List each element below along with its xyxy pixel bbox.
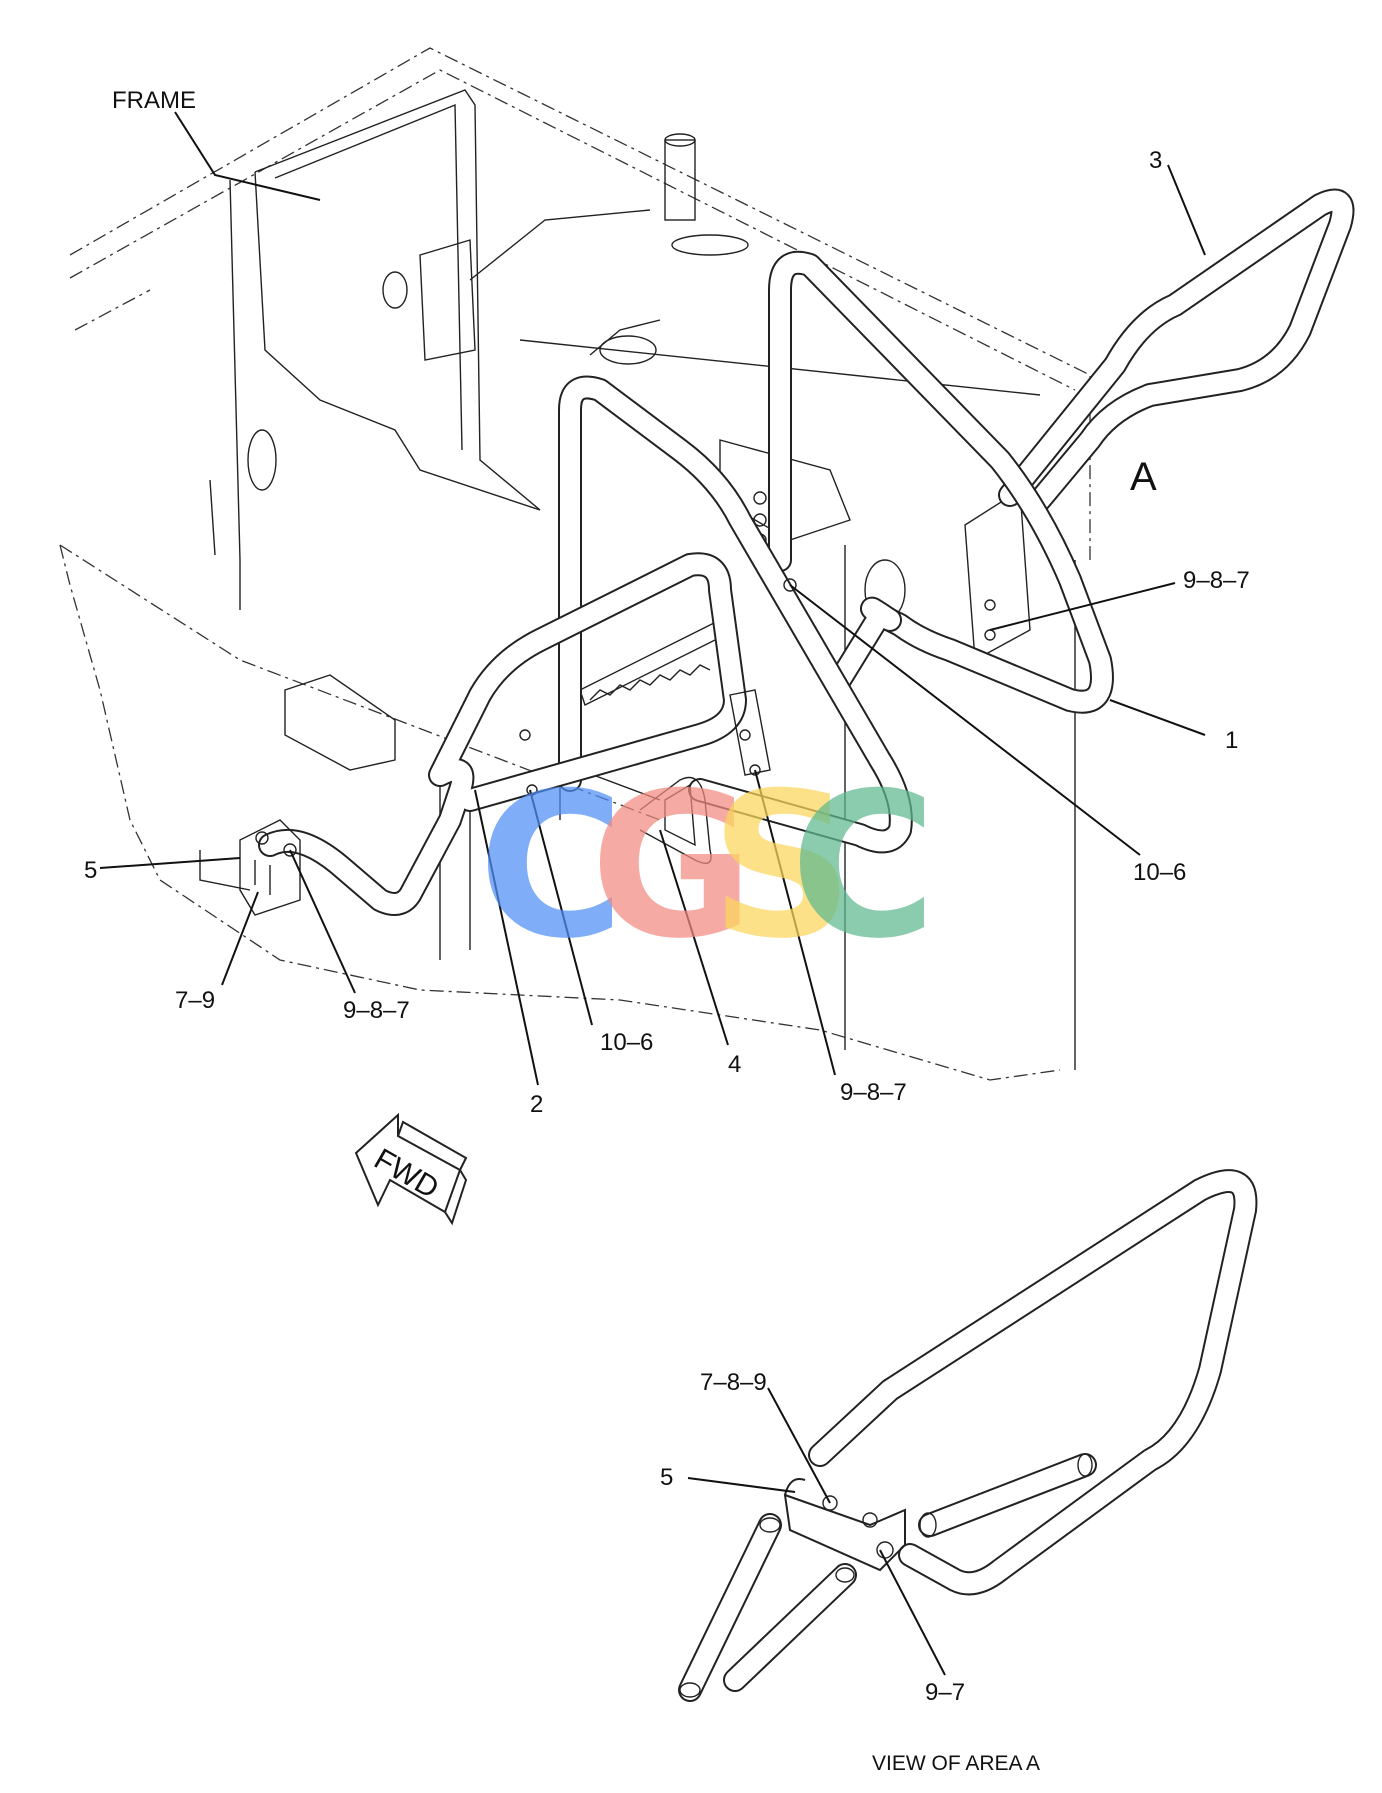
label-part-3: 3 (1149, 147, 1162, 174)
label-7-9: 7–9 (175, 987, 215, 1014)
fwd-arrow: FWD (354, 1112, 468, 1226)
label-9-8-7-right: 9–8–7 (1183, 567, 1250, 594)
label-area-a: A (1130, 455, 1157, 499)
detail-view-area-a: 7–8–9 5 9–7 VIEW OF AREA A (660, 1169, 1258, 1775)
label-detail-7-8-9: 7–8–9 (700, 1369, 767, 1396)
watermark-letter: G (590, 750, 754, 983)
watermark-letter: S (710, 750, 854, 983)
watermark-letter: C (478, 750, 625, 983)
mounting-brackets (239, 578, 797, 916)
label-part-5-main: 5 (84, 857, 97, 884)
label-frame: FRAME (112, 87, 196, 114)
label-9-8-7-left: 9–8–7 (343, 997, 410, 1024)
fwd-label: FWD (369, 1142, 445, 1205)
watermark-letter: C (790, 750, 937, 983)
handrails (258, 188, 1355, 916)
label-part-4: 4 (728, 1051, 741, 1078)
label-part-1: 1 (1225, 727, 1238, 754)
leader-lines (99, 111, 1206, 1086)
label-detail-5: 5 (660, 1464, 673, 1491)
label-detail-9-7: 9–7 (925, 1679, 965, 1706)
label-part-2: 2 (530, 1091, 543, 1118)
part-labels: FRAME 3 A 9–8–7 1 10–6 5 7–9 9–8–7 10–6 … (84, 87, 1250, 1118)
label-10-6-center: 10–6 (600, 1029, 653, 1056)
label-10-6-right: 10–6 (1133, 859, 1186, 886)
label-9-8-7-center: 9–8–7 (840, 1079, 907, 1106)
view-caption: VIEW OF AREA A (872, 1752, 1040, 1775)
